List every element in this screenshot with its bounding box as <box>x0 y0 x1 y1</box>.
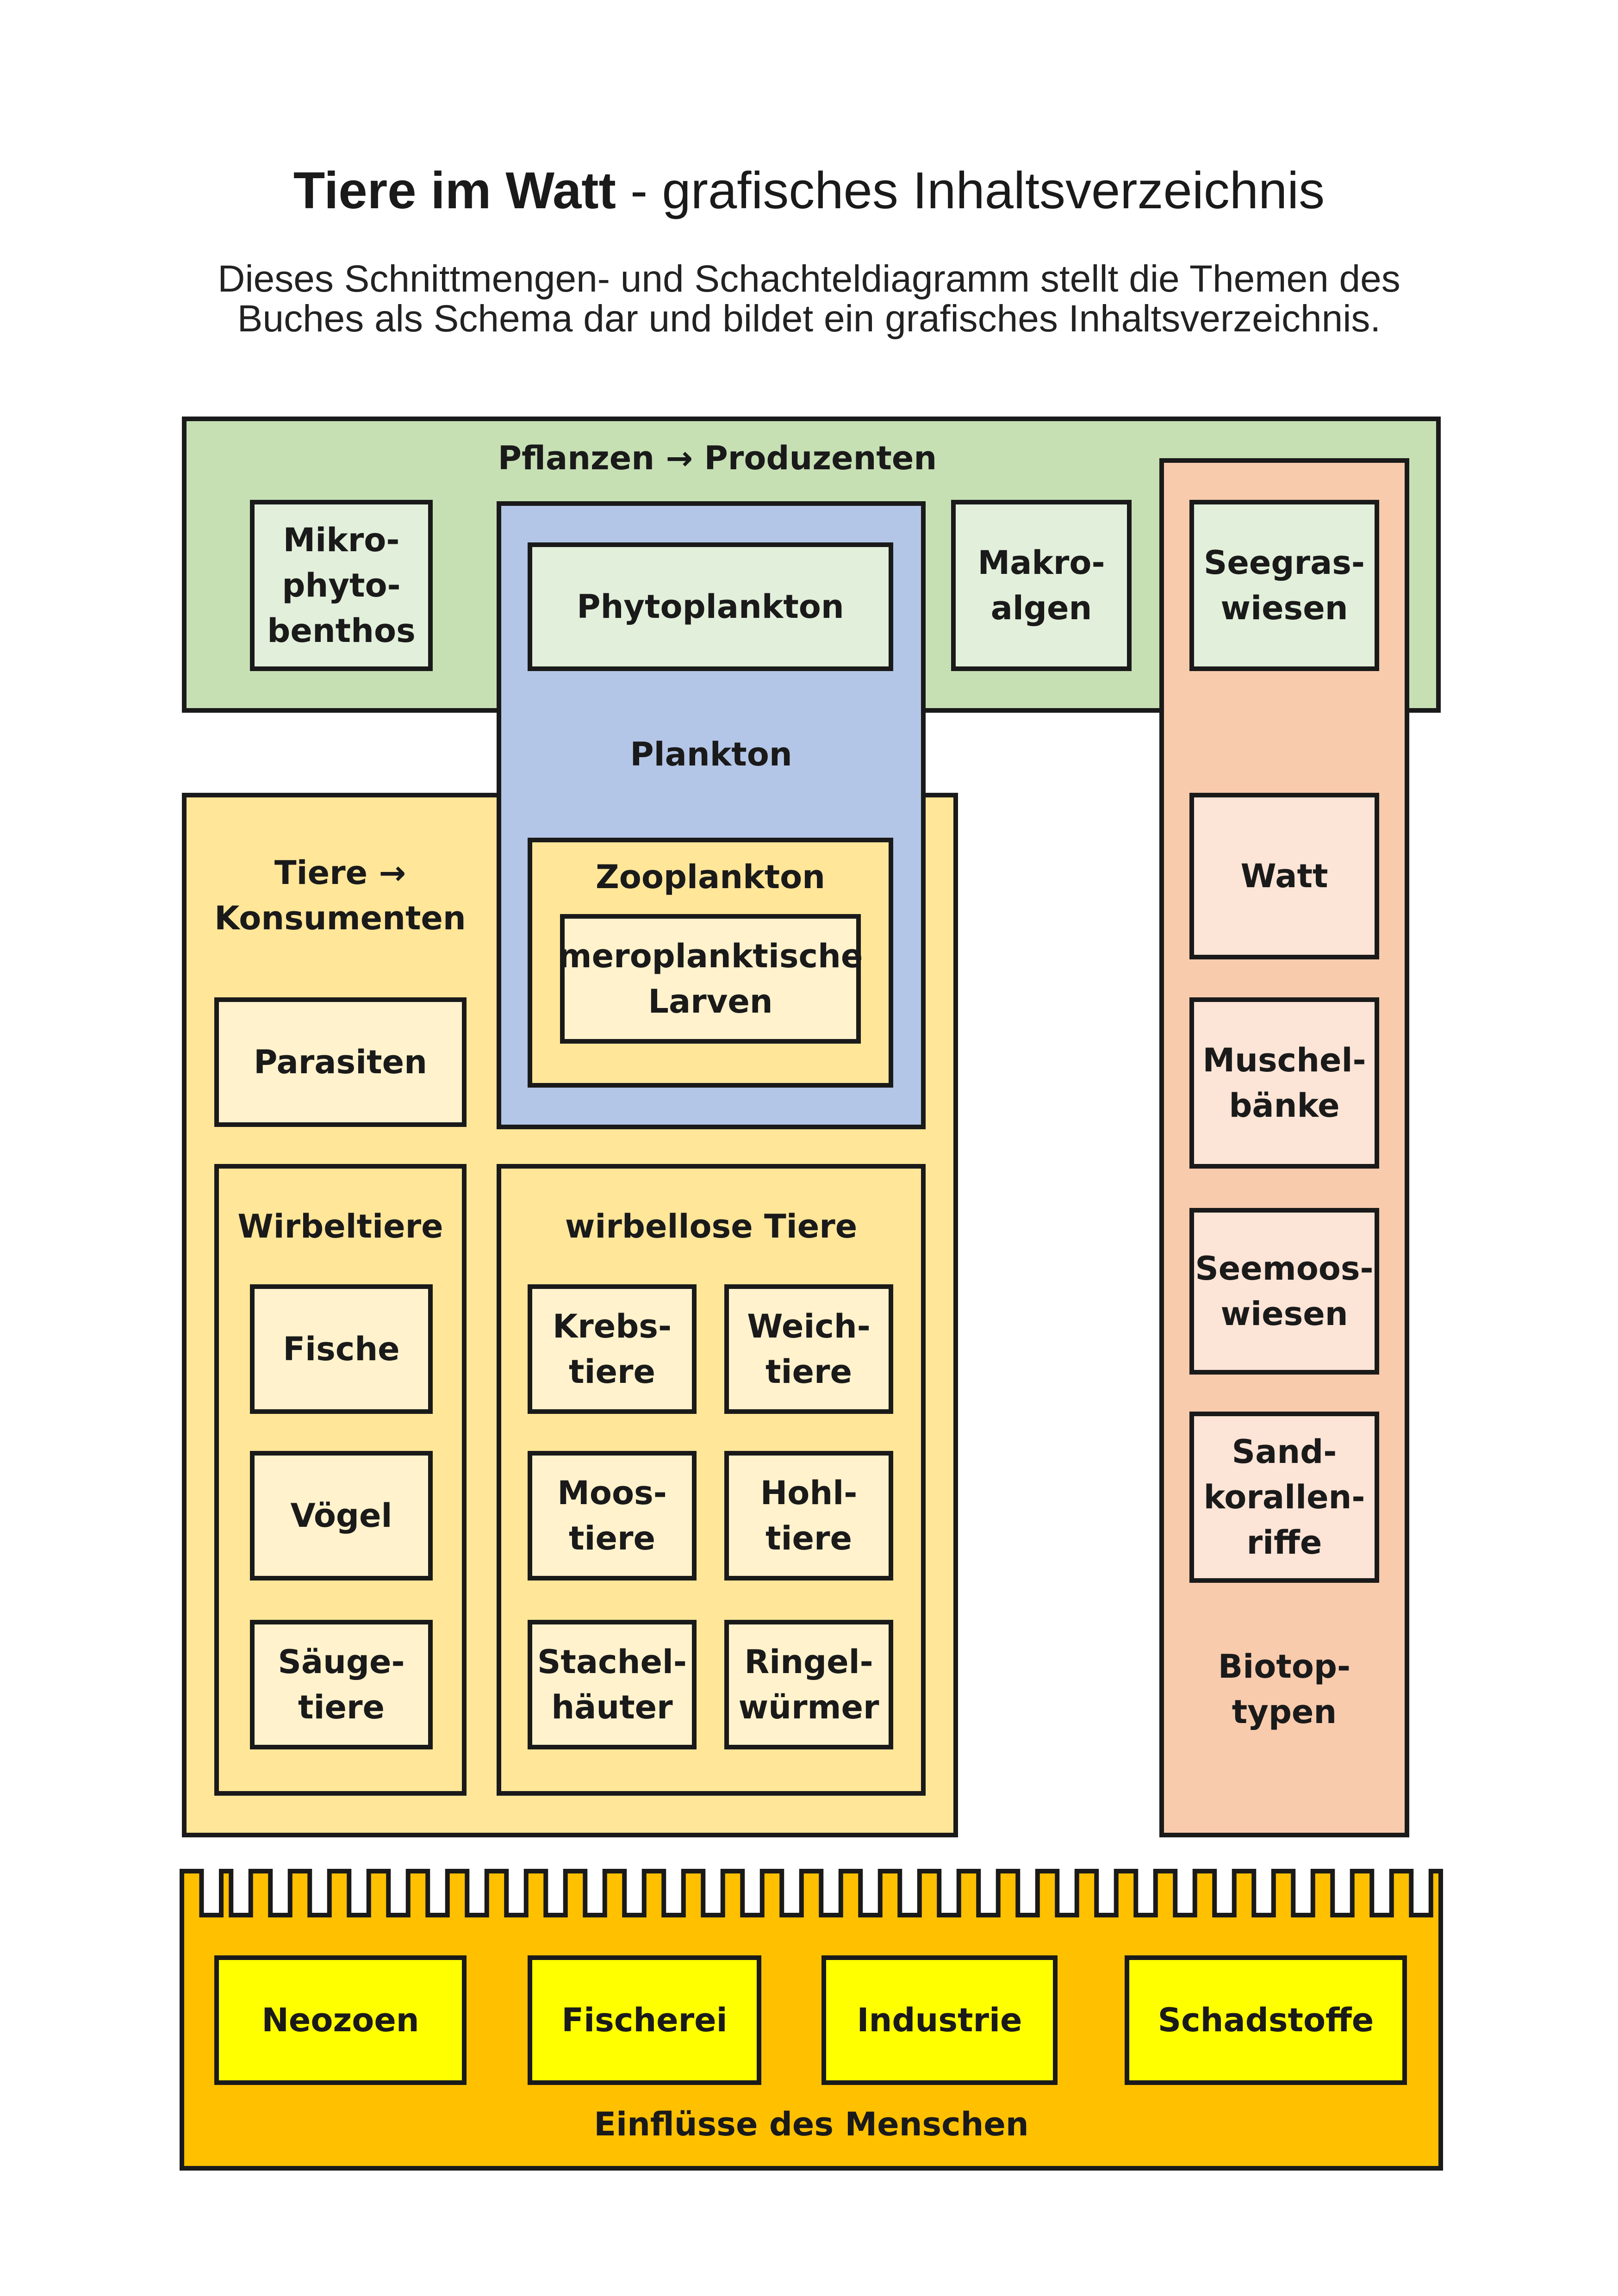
title-rest: - grafisches Inhaltsverzeichnis <box>616 162 1325 219</box>
page-title: Tiere im Watt - grafisches Inhaltsverzei… <box>0 162 1618 219</box>
fischerei-box: Fischerei <box>528 1955 761 2085</box>
parasiten-box: Parasiten <box>214 997 467 1127</box>
meroplanktische-larven-box: meroplanktische Larven <box>558 914 863 1044</box>
page-subtitle: Dieses Schnittmengen- und Schachteldiagr… <box>0 259 1618 339</box>
muschelbaenke-box: Muschel- bänke <box>1189 997 1379 1169</box>
stachelhaeuter-box: Stachel- häuter <box>528 1620 697 1749</box>
plants-header: Pflanzen → Produzenten <box>498 439 937 477</box>
subtitle-line-1: Dieses Schnittmengen- und Schachteldiagr… <box>218 258 1400 300</box>
human-influence-label: Einflüsse des Menschen <box>594 2105 1029 2143</box>
schadstoffe-box: Schadstoffe <box>1125 1955 1407 2085</box>
neozoen-box: Neozoen <box>214 1955 467 2085</box>
seegraswiesen-box: Seegras- wiesen <box>1189 500 1379 671</box>
industrie-box: Industrie <box>821 1955 1058 2085</box>
hohltiere-box: Hohl- tiere <box>724 1451 893 1580</box>
animals-header: Tiere → Konsumenten <box>214 854 466 937</box>
makroalgen-box: Makro- algen <box>951 500 1132 671</box>
mikrophytobenthos-box: Mikro- phyto- benthos <box>250 500 433 671</box>
biotoptypen-label: Biotop- typen <box>1218 1648 1351 1731</box>
plankton-label: Plankton <box>630 735 792 773</box>
phytoplankton-box: Phytoplankton <box>528 542 893 671</box>
voegel-box: Vögel <box>250 1451 433 1580</box>
sandkorallenriffe-box: Sand- korallen- riffe <box>1189 1412 1379 1583</box>
seemooswiesen-box: Seemoos- wiesen <box>1189 1208 1379 1375</box>
weichtiere-box: Weich- tiere <box>724 1284 893 1414</box>
ringelwuermer-box: Ringel- würmer <box>724 1620 893 1749</box>
human-influence-region <box>180 1869 1443 2171</box>
watt-box: Watt <box>1189 793 1379 959</box>
krebstiere-box: Krebs- tiere <box>528 1284 697 1414</box>
wirbellose-tiere-label: wirbellose Tiere <box>565 1207 858 1245</box>
subtitle-line-2: Buches als Schema dar und bildet ein gra… <box>237 298 1381 340</box>
title-bold: Tiere im Watt <box>293 162 616 219</box>
wirbeltiere-label: Wirbeltiere <box>237 1207 443 1245</box>
saeugetiere-box: Säuge- tiere <box>250 1620 433 1749</box>
zooplankton-label: Zooplankton <box>595 858 826 896</box>
moostiere-box: Moos- tiere <box>528 1451 697 1580</box>
fische-box: Fische <box>250 1284 433 1414</box>
